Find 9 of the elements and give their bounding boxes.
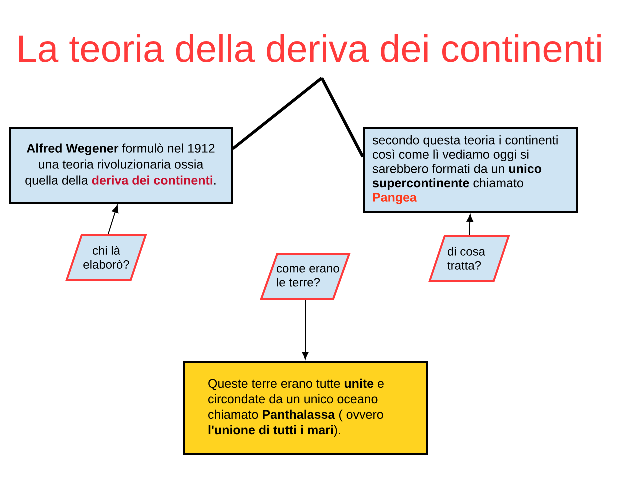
text-box: Queste terre erano tutte unite e circondate da un unico oceano chiamato Panthalassa ( ovvero l'unione di tutti i mari). xyxy=(183,361,428,455)
arrow xyxy=(108,205,119,234)
arrow xyxy=(302,300,309,360)
title-text: La teoria della deriva dei continenti xyxy=(20,34,601,62)
arrow xyxy=(466,214,474,236)
connector-line xyxy=(232,77,323,150)
connector-line xyxy=(320,78,364,158)
text-box: Alfred Wegener formulò nel 1912 una teoria rivoluzionaria ossia quella della deriva dei continenti. xyxy=(9,127,233,204)
text-box: secondo questa teoria i continenti così come lì vediamo oggi si sarebbero formati da un unico supercontinente chiamato Pangea xyxy=(363,127,578,213)
